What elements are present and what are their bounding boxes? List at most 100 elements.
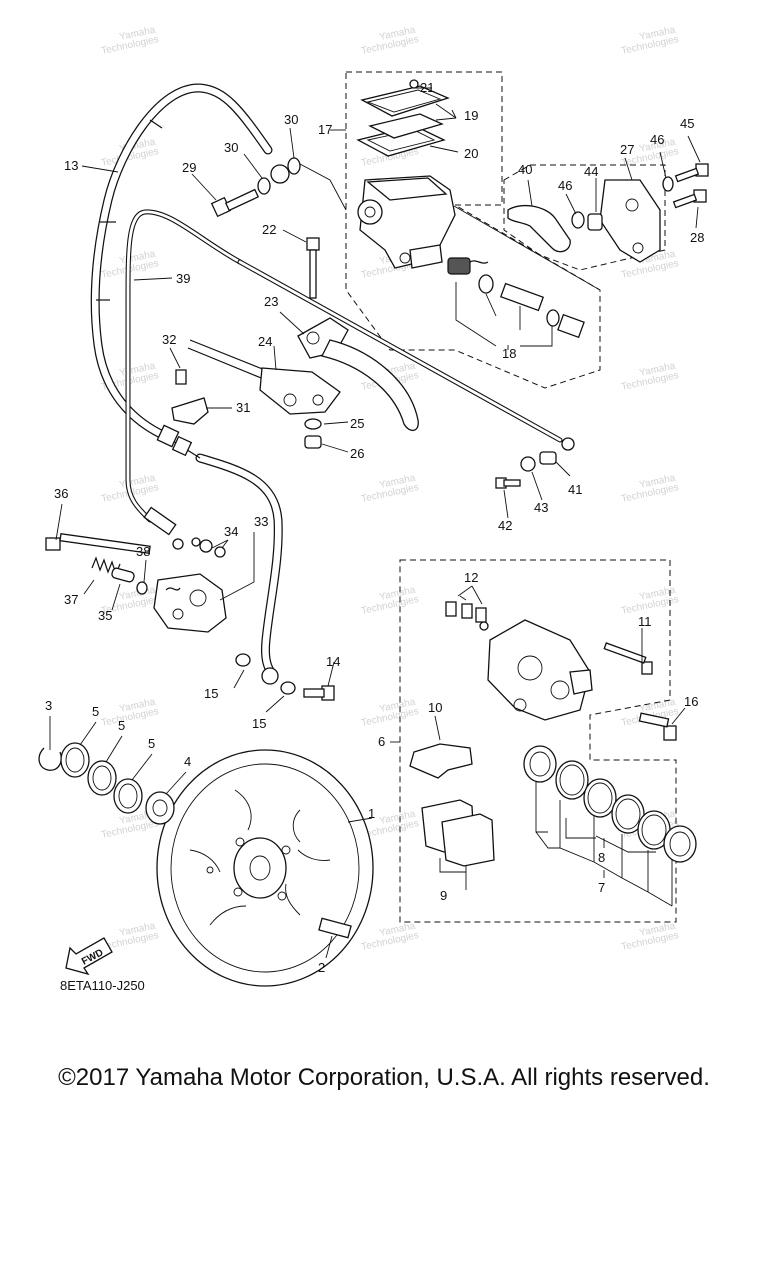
callout-number: 12 bbox=[464, 570, 478, 585]
callout-number: 14 bbox=[326, 654, 340, 669]
callout-number: 21 bbox=[420, 80, 434, 95]
callout-number: 31 bbox=[236, 400, 250, 415]
cap-screw bbox=[409, 79, 419, 89]
leader-lines bbox=[49, 87, 701, 959]
banjo-bolt bbox=[210, 188, 260, 218]
callout-number: 27 bbox=[620, 142, 634, 157]
brake-cable bbox=[125, 209, 575, 550]
lever-nut bbox=[304, 418, 322, 430]
callout-number: 25 bbox=[350, 416, 364, 431]
piston-seal bbox=[583, 778, 617, 818]
callout-number: 38 bbox=[136, 544, 150, 559]
callout-number: 19 bbox=[464, 108, 478, 123]
disc-key bbox=[318, 917, 352, 939]
brake-disc bbox=[156, 749, 374, 987]
callout-number: 18 bbox=[502, 346, 516, 361]
shim bbox=[87, 760, 117, 796]
callout-number: 5 bbox=[148, 736, 155, 751]
pivot-bolt bbox=[306, 237, 320, 299]
caliper-bolt bbox=[45, 533, 151, 554]
callout-number: 8 bbox=[598, 850, 605, 865]
callout-number: 11 bbox=[638, 614, 652, 629]
callout-number: 34 bbox=[224, 524, 238, 539]
brake-switch bbox=[171, 397, 209, 425]
callout-number: 5 bbox=[118, 718, 125, 733]
copper-washer bbox=[235, 653, 251, 667]
caliper-piston bbox=[523, 745, 557, 783]
copyright-notice: ©2017 Yamaha Motor Corporation, U.S.A. A… bbox=[58, 1064, 710, 1091]
callout-number: 30 bbox=[284, 112, 298, 127]
pad-spring bbox=[409, 743, 473, 779]
callout-number: 4 bbox=[184, 754, 191, 769]
callout-number: 1 bbox=[368, 806, 375, 821]
caliper-washer bbox=[136, 581, 148, 595]
brake-hose bbox=[90, 83, 283, 679]
callout-number: 23 bbox=[264, 294, 278, 309]
shim bbox=[113, 778, 143, 814]
brake-parts-diagram: YamahaTechnologiesYamahaTechnologiesYama… bbox=[38, 24, 709, 987]
callout-number: 42 bbox=[498, 518, 512, 533]
callout-number: 44 bbox=[584, 164, 598, 179]
callout-number: 20 bbox=[464, 146, 478, 161]
collar bbox=[539, 451, 557, 465]
copper-washer bbox=[287, 157, 301, 175]
caliper-piston bbox=[663, 825, 697, 863]
callout-number: 46 bbox=[650, 132, 664, 147]
piston-seal bbox=[611, 794, 645, 834]
bracket-bolt bbox=[672, 189, 707, 209]
callout-number: 45 bbox=[680, 116, 694, 131]
bracket-bolt bbox=[674, 163, 709, 183]
callout-number: 41 bbox=[568, 482, 582, 497]
callout-number: 43 bbox=[534, 500, 548, 515]
callout-number: 7 bbox=[598, 880, 605, 895]
washer bbox=[571, 211, 585, 229]
callout-number: 5 bbox=[92, 704, 99, 719]
callout-number: 3 bbox=[45, 698, 52, 713]
parking-lever bbox=[507, 204, 571, 253]
lever-collar bbox=[304, 435, 322, 449]
callout-number: 33 bbox=[254, 514, 268, 529]
callout-number: 16 bbox=[684, 694, 698, 709]
callout-number: 15 bbox=[252, 716, 266, 731]
callout-number: 40 bbox=[518, 162, 532, 177]
callout-number: 2 bbox=[318, 960, 325, 975]
callout-number: 29 bbox=[182, 160, 196, 175]
callout-number: 17 bbox=[318, 122, 332, 137]
lever-holder bbox=[187, 339, 341, 415]
master-cylinder bbox=[357, 175, 456, 269]
rear-caliper bbox=[487, 619, 593, 721]
circlip bbox=[38, 747, 62, 771]
union-bolt bbox=[303, 685, 335, 701]
washer bbox=[520, 456, 536, 472]
bleed-screw bbox=[445, 601, 487, 623]
parking-caliper bbox=[153, 573, 227, 633]
cable-bolt bbox=[495, 477, 521, 489]
shim bbox=[60, 742, 90, 778]
callout-number: 35 bbox=[98, 608, 112, 623]
spacer-washer bbox=[145, 791, 175, 825]
callout-number: 46 bbox=[558, 178, 572, 193]
master-cylinder-group-box bbox=[345, 71, 601, 389]
callout-number: 9 bbox=[440, 888, 447, 903]
forward-arrow-icon: FWD bbox=[65, 937, 113, 976]
callout-number: 6 bbox=[378, 734, 385, 749]
caliper-cap bbox=[214, 546, 226, 558]
hose-union bbox=[261, 667, 279, 685]
callout-number: 15 bbox=[204, 686, 218, 701]
callout-number: 13 bbox=[64, 158, 78, 173]
washer bbox=[662, 176, 674, 192]
callout-number: 22 bbox=[262, 222, 276, 237]
caliper-cap bbox=[199, 539, 213, 553]
caliper-cap bbox=[191, 537, 201, 547]
callout-number: 39 bbox=[176, 271, 190, 286]
callout-number: 28 bbox=[690, 230, 704, 245]
brake-pad bbox=[441, 813, 495, 867]
callout-number: 26 bbox=[350, 446, 364, 461]
caliper-pin bbox=[111, 567, 135, 583]
piston-seal bbox=[555, 760, 589, 800]
lever-bracket bbox=[599, 179, 661, 263]
callout-number: 37 bbox=[64, 592, 78, 607]
reservoir-cap bbox=[360, 85, 450, 117]
copper-washer bbox=[280, 681, 296, 695]
